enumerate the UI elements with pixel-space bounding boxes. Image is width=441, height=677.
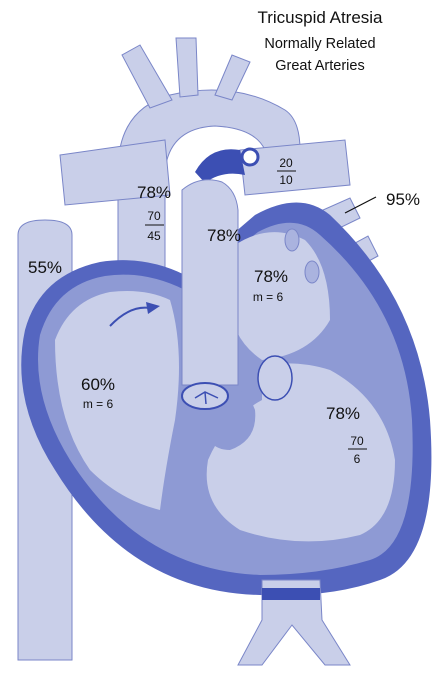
lv-diastolic: 6: [354, 452, 361, 466]
pulmonary-artery-dark-band: [195, 149, 245, 183]
aorta-systolic: 70: [147, 209, 161, 223]
pulmonary-vein-opening-upper: [285, 229, 299, 251]
aorta-saturation: 78%: [137, 183, 171, 202]
svc-saturation: 55%: [28, 258, 62, 277]
left-carotid-artery: [176, 38, 198, 97]
title-line-2: Normally Related: [264, 36, 375, 52]
title-line-1: Tricuspid Atresia: [257, 8, 383, 27]
aorta-diastolic: 45: [147, 229, 161, 243]
left-ventricle-saturation: 78%: [326, 404, 360, 423]
pulmonary-vein-opening-lower: [305, 261, 319, 283]
right-atrium-mean: m = 6: [83, 397, 114, 411]
pa-systolic: 20: [279, 156, 293, 170]
left-atrium-saturation: 78%: [254, 267, 288, 286]
ascending-aorta: [182, 180, 238, 385]
inferior-vessel-band: [262, 588, 320, 600]
title-line-3: Great Arteries: [275, 58, 364, 74]
left-atrium-mean: m = 6: [253, 290, 284, 304]
pulmonary-artery-right-branch: [240, 140, 350, 195]
right-atrium-saturation: 60%: [81, 375, 115, 394]
vessel-ring: [242, 149, 258, 165]
pulmonary-artery-saturation: 78%: [207, 226, 241, 245]
pulmonary-vein-saturation: 95%: [386, 190, 420, 209]
pa-diastolic: 10: [279, 173, 293, 187]
lv-systolic: 70: [350, 434, 364, 448]
brachiocephalic-artery: [122, 45, 172, 108]
mitral-valve: [258, 356, 292, 400]
